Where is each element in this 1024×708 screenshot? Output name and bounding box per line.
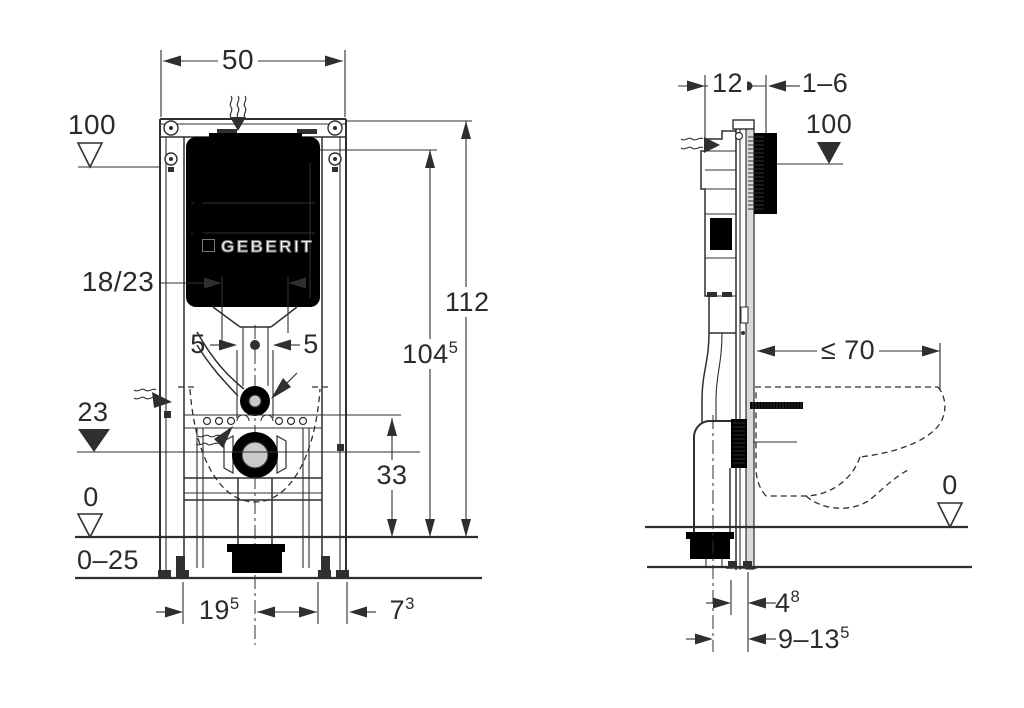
dim-level-100: 100 (67, 109, 117, 140)
dim-offset-left: 5 (190, 329, 206, 359)
dim-height-33: 33 (371, 460, 413, 490)
wc-pan-outline-front (178, 386, 330, 503)
level-marker-23-icon (77, 429, 420, 453)
level-marker-100-icon (76, 142, 160, 169)
dim-depth-12: 12 (708, 68, 748, 98)
logo-square (202, 239, 215, 252)
dim-bottom-side (686, 572, 776, 652)
frame-rail-side (726, 119, 757, 570)
dim-19-5: 195 (198, 594, 240, 625)
dim-level-0: 0 (83, 482, 99, 512)
air-flow-arrow-icon (229, 95, 247, 131)
cistern-side (700, 130, 736, 424)
wc-pan-outline-side (755, 386, 946, 509)
dim-level-0-side: 0 (942, 470, 958, 500)
dim-frame-width: 50 (210, 44, 266, 75)
dim-offset-right: 5 (303, 329, 319, 359)
dim-7-3: 73 (389, 594, 415, 625)
water-supply-arrow-side-icon (680, 137, 720, 153)
flush-flow-arrow-icon (195, 426, 233, 448)
dim-bottom-front (156, 582, 376, 624)
front-view (75, 50, 482, 645)
drain-downpipe (227, 478, 285, 573)
flush-bend (196, 331, 298, 416)
dim-level-100-side: 100 (805, 109, 853, 139)
level-marker-100-side-icon (768, 142, 843, 165)
brand-logo: GEBERIT (220, 237, 315, 256)
level-marker-0-side-icon (936, 502, 964, 529)
dim-pan-depth: ≤ 70 (810, 335, 886, 365)
dim-flush-pipe-line (160, 276, 306, 347)
dim-level-23: 23 (77, 397, 109, 427)
fill-valve (190, 152, 316, 298)
dim-flush-pipe: 18/23 (81, 266, 155, 297)
dim-height-104: 1045 (395, 339, 465, 369)
water-supply-arrow-icon (133, 388, 172, 408)
drain-elbow-side (686, 415, 747, 652)
dim-floor-buildup: 0–25 (76, 545, 140, 575)
dim-4-8: 48 (775, 587, 800, 618)
fixing-rail (184, 414, 401, 429)
fixing-screws (163, 120, 343, 172)
dim-9-13-5: 9–135 (778, 623, 850, 654)
dim-finish-1-6: 1–6 (801, 68, 849, 98)
side-view (645, 75, 972, 652)
frame-feet (158, 556, 349, 578)
flush-plate-recess (209, 133, 302, 198)
fixing-rod (750, 402, 803, 443)
wall-finish-hatch (748, 133, 777, 214)
dim-height-112: 112 (441, 287, 494, 317)
cistern-funnel (212, 306, 298, 386)
level-marker-0-icon (76, 513, 104, 539)
lower-crossbar (184, 428, 322, 568)
drain-flange (223, 432, 287, 478)
